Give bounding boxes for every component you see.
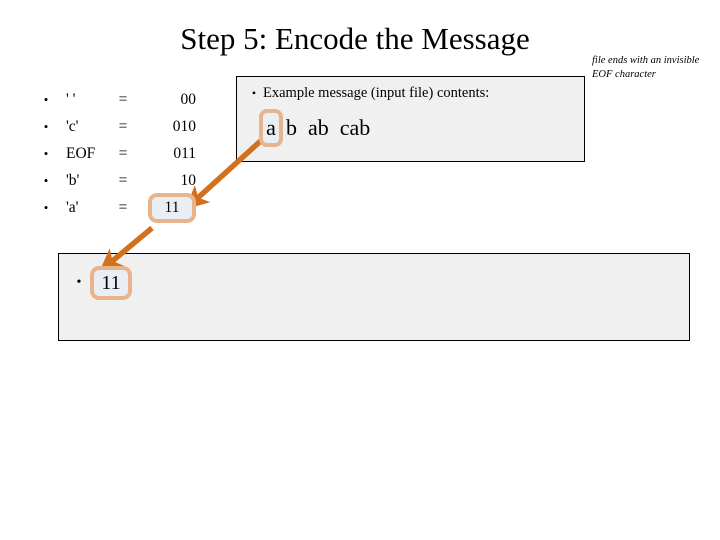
eof-side-note: file ends with an invisible EOF characte… [592, 55, 700, 80]
codebook-list: • ' ' = 00 • 'c' = 010 • EOF = 011 • 'b'… [36, 86, 226, 223]
bullet-icon: • [43, 92, 49, 107]
list-item: • EOF = 011 [36, 140, 226, 167]
codebook-symbol: EOF [66, 144, 96, 162]
highlight-encoded-bits: 11 [90, 266, 132, 300]
equals-sign: = [118, 171, 128, 189]
codebook-code: 00 [180, 90, 197, 108]
codebook-code-cell: 11 [134, 192, 196, 223]
example-message-remaining-text: b ab cab [286, 115, 371, 140]
example-message-panel: • Example message (input file) contents:… [236, 76, 585, 162]
example-message-content: a b ab cab [259, 109, 370, 147]
page-title: Step 5: Encode the Message [180, 21, 530, 56]
codebook-symbol: 'c' [66, 117, 79, 135]
bullet-icon: • [43, 146, 49, 161]
codebook-code: 10 [180, 171, 197, 189]
equals-sign: = [118, 144, 128, 162]
bullet-icon: • [251, 86, 257, 100]
example-message-heading: • Example message (input file) contents: [245, 85, 489, 102]
highlight-codebook-code-a: 11 [148, 192, 196, 223]
list-item: • 'c' = 010 [36, 113, 226, 140]
equals-sign: = [118, 117, 128, 135]
bullet-icon: • [43, 200, 49, 215]
codebook-code: 010 [172, 117, 196, 135]
codebook-symbol: 'a' [66, 198, 79, 216]
list-item: • ' ' = 00 [36, 86, 226, 113]
list-item: • 'a' = 11 [36, 192, 226, 223]
highlight-message-char-a: a [259, 109, 283, 147]
codebook-symbol: ' ' [66, 90, 76, 108]
bullet-icon: • [43, 173, 49, 188]
equals-sign: = [118, 90, 128, 108]
equals-sign: = [118, 198, 128, 216]
list-item: • 'b' = 10 [36, 167, 226, 194]
codebook-code: 011 [173, 144, 196, 162]
bullet-icon: • [76, 275, 82, 290]
bullet-icon: • [43, 119, 49, 134]
encoded-output-row: • 11 [68, 266, 132, 300]
encoded-output-panel: • 11 [58, 253, 690, 341]
example-message-heading-text: Example message (input file) contents: [263, 85, 490, 101]
codebook-symbol: 'b' [66, 171, 80, 189]
